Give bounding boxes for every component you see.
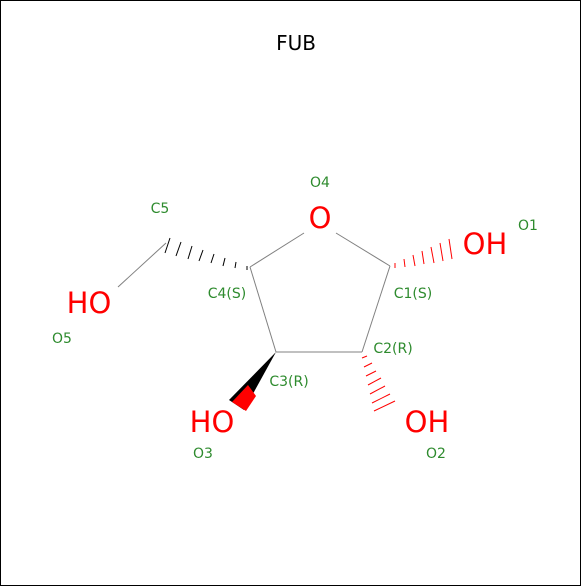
label-c3: C3(R) <box>269 374 308 390</box>
label-o5: O5 <box>52 331 72 347</box>
atom-o3: HO <box>190 405 235 439</box>
bond-c5-o5 <box>117 242 167 288</box>
label-o1: O1 <box>518 218 538 234</box>
diagram-title: FUB <box>276 31 316 55</box>
label-c1: C1(S) <box>394 286 433 302</box>
label-c4: C4(S) <box>208 286 247 302</box>
bond-o4-c1 <box>335 232 391 267</box>
label-o2: O2 <box>426 446 446 462</box>
wedge-red-o3 <box>232 385 256 411</box>
atom-o1: OH <box>463 227 508 261</box>
hashed-bond-c4-c5 <box>164 237 248 270</box>
label-o4: O4 <box>310 175 330 191</box>
label-c5: C5 <box>151 201 170 217</box>
label-c2: C2(R) <box>373 341 412 357</box>
hashed-bond-c2-o2 <box>361 355 396 412</box>
atom-o2: OH <box>405 405 450 439</box>
label-o3: O3 <box>193 446 213 462</box>
hashed-bond-c1-o1 <box>394 238 453 268</box>
atom-o4: O <box>309 201 332 235</box>
atom-o5: HO <box>67 286 112 320</box>
bond-c3-c4 <box>249 266 277 353</box>
bond-c1-c2 <box>361 265 391 353</box>
bond-c4-o4 <box>249 232 305 268</box>
